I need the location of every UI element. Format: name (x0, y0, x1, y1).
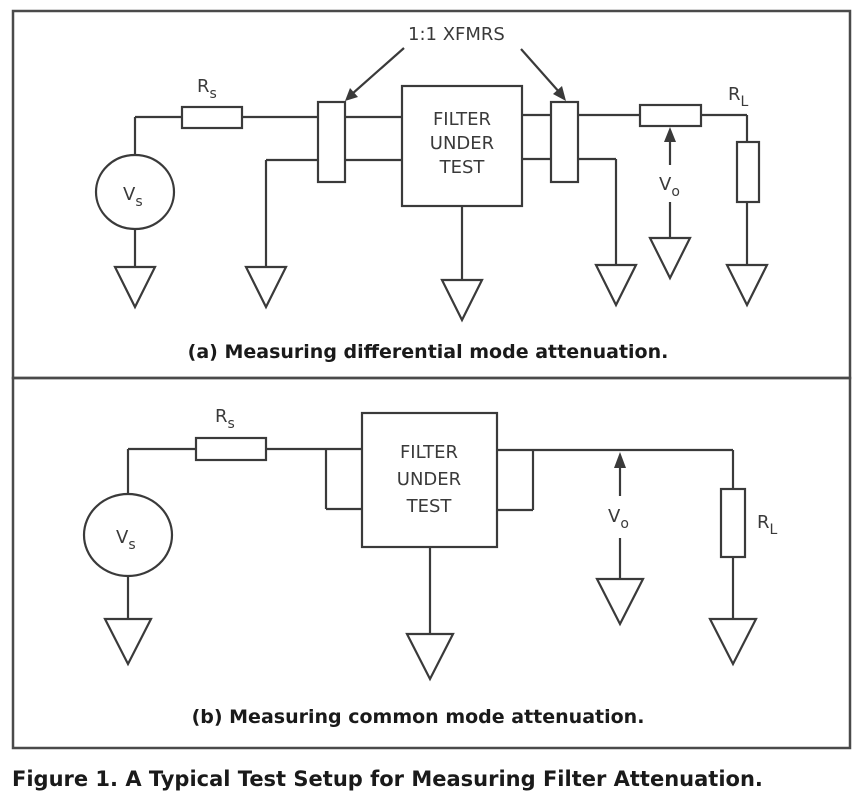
load-resistor-icon (719, 487, 747, 559)
transformer-label: 1:1 XFMRS (408, 24, 505, 45)
panel-b-caption: (b) Measuring common mode attenuation. (192, 706, 645, 728)
source-label: Vs (123, 184, 143, 210)
filter-label-line1: FILTER (400, 442, 458, 463)
output-voltage-label: Vo (659, 174, 680, 200)
ground-icon (725, 263, 769, 308)
filter-label-line3: TEST (439, 157, 486, 178)
transformer-left-icon (316, 100, 347, 184)
ground-icon (244, 265, 288, 310)
ground-icon (594, 263, 638, 308)
ground-icon (405, 632, 455, 682)
load-resistor-label: RL (757, 512, 778, 538)
panel-b: Vs Rs FILTER UNDER TEST Vo RL (b) M (11, 376, 852, 750)
panel-a: Vs Rs FILTER UNDER TEST (11, 9, 852, 380)
filter-label-line3: TEST (406, 496, 453, 517)
source-resistor-label: Rs (197, 76, 217, 102)
arrow-icon (345, 88, 358, 101)
load-resistor-icon (735, 140, 761, 204)
arrow-up-icon (664, 127, 676, 142)
source-resistor-icon (180, 105, 244, 130)
filter-label-line2: UNDER (430, 133, 494, 154)
ground-icon (103, 617, 153, 667)
filter-label-line1: FILTER (433, 109, 491, 130)
figure-caption: Figure 1. A Typical Test Setup for Measu… (12, 767, 763, 791)
ground-icon (708, 617, 758, 667)
filter-under-test-block (400, 84, 524, 208)
arrow-icon (553, 86, 566, 101)
source-resistor-label: Rs (215, 406, 235, 432)
filter-under-test-block (360, 411, 499, 549)
output-resistor-icon (638, 103, 703, 128)
transformer-right-icon (549, 100, 580, 184)
arrow-up-icon (614, 452, 626, 468)
output-voltage-label: Vo (608, 506, 629, 532)
ground-icon (440, 278, 484, 323)
source-resistor-icon (194, 436, 268, 462)
filter-label-line2: UNDER (397, 469, 461, 490)
panel-b-frame (11, 376, 852, 750)
pointer-line (351, 47, 405, 95)
panel-a-caption: (a) Measuring differential mode attenuat… (188, 341, 669, 363)
pointer-line (520, 48, 561, 94)
ground-icon (595, 577, 645, 627)
load-resistor-label: RL (728, 84, 749, 110)
source-label: Vs (116, 527, 136, 553)
ground-icon (113, 265, 157, 310)
ground-icon (648, 236, 692, 281)
